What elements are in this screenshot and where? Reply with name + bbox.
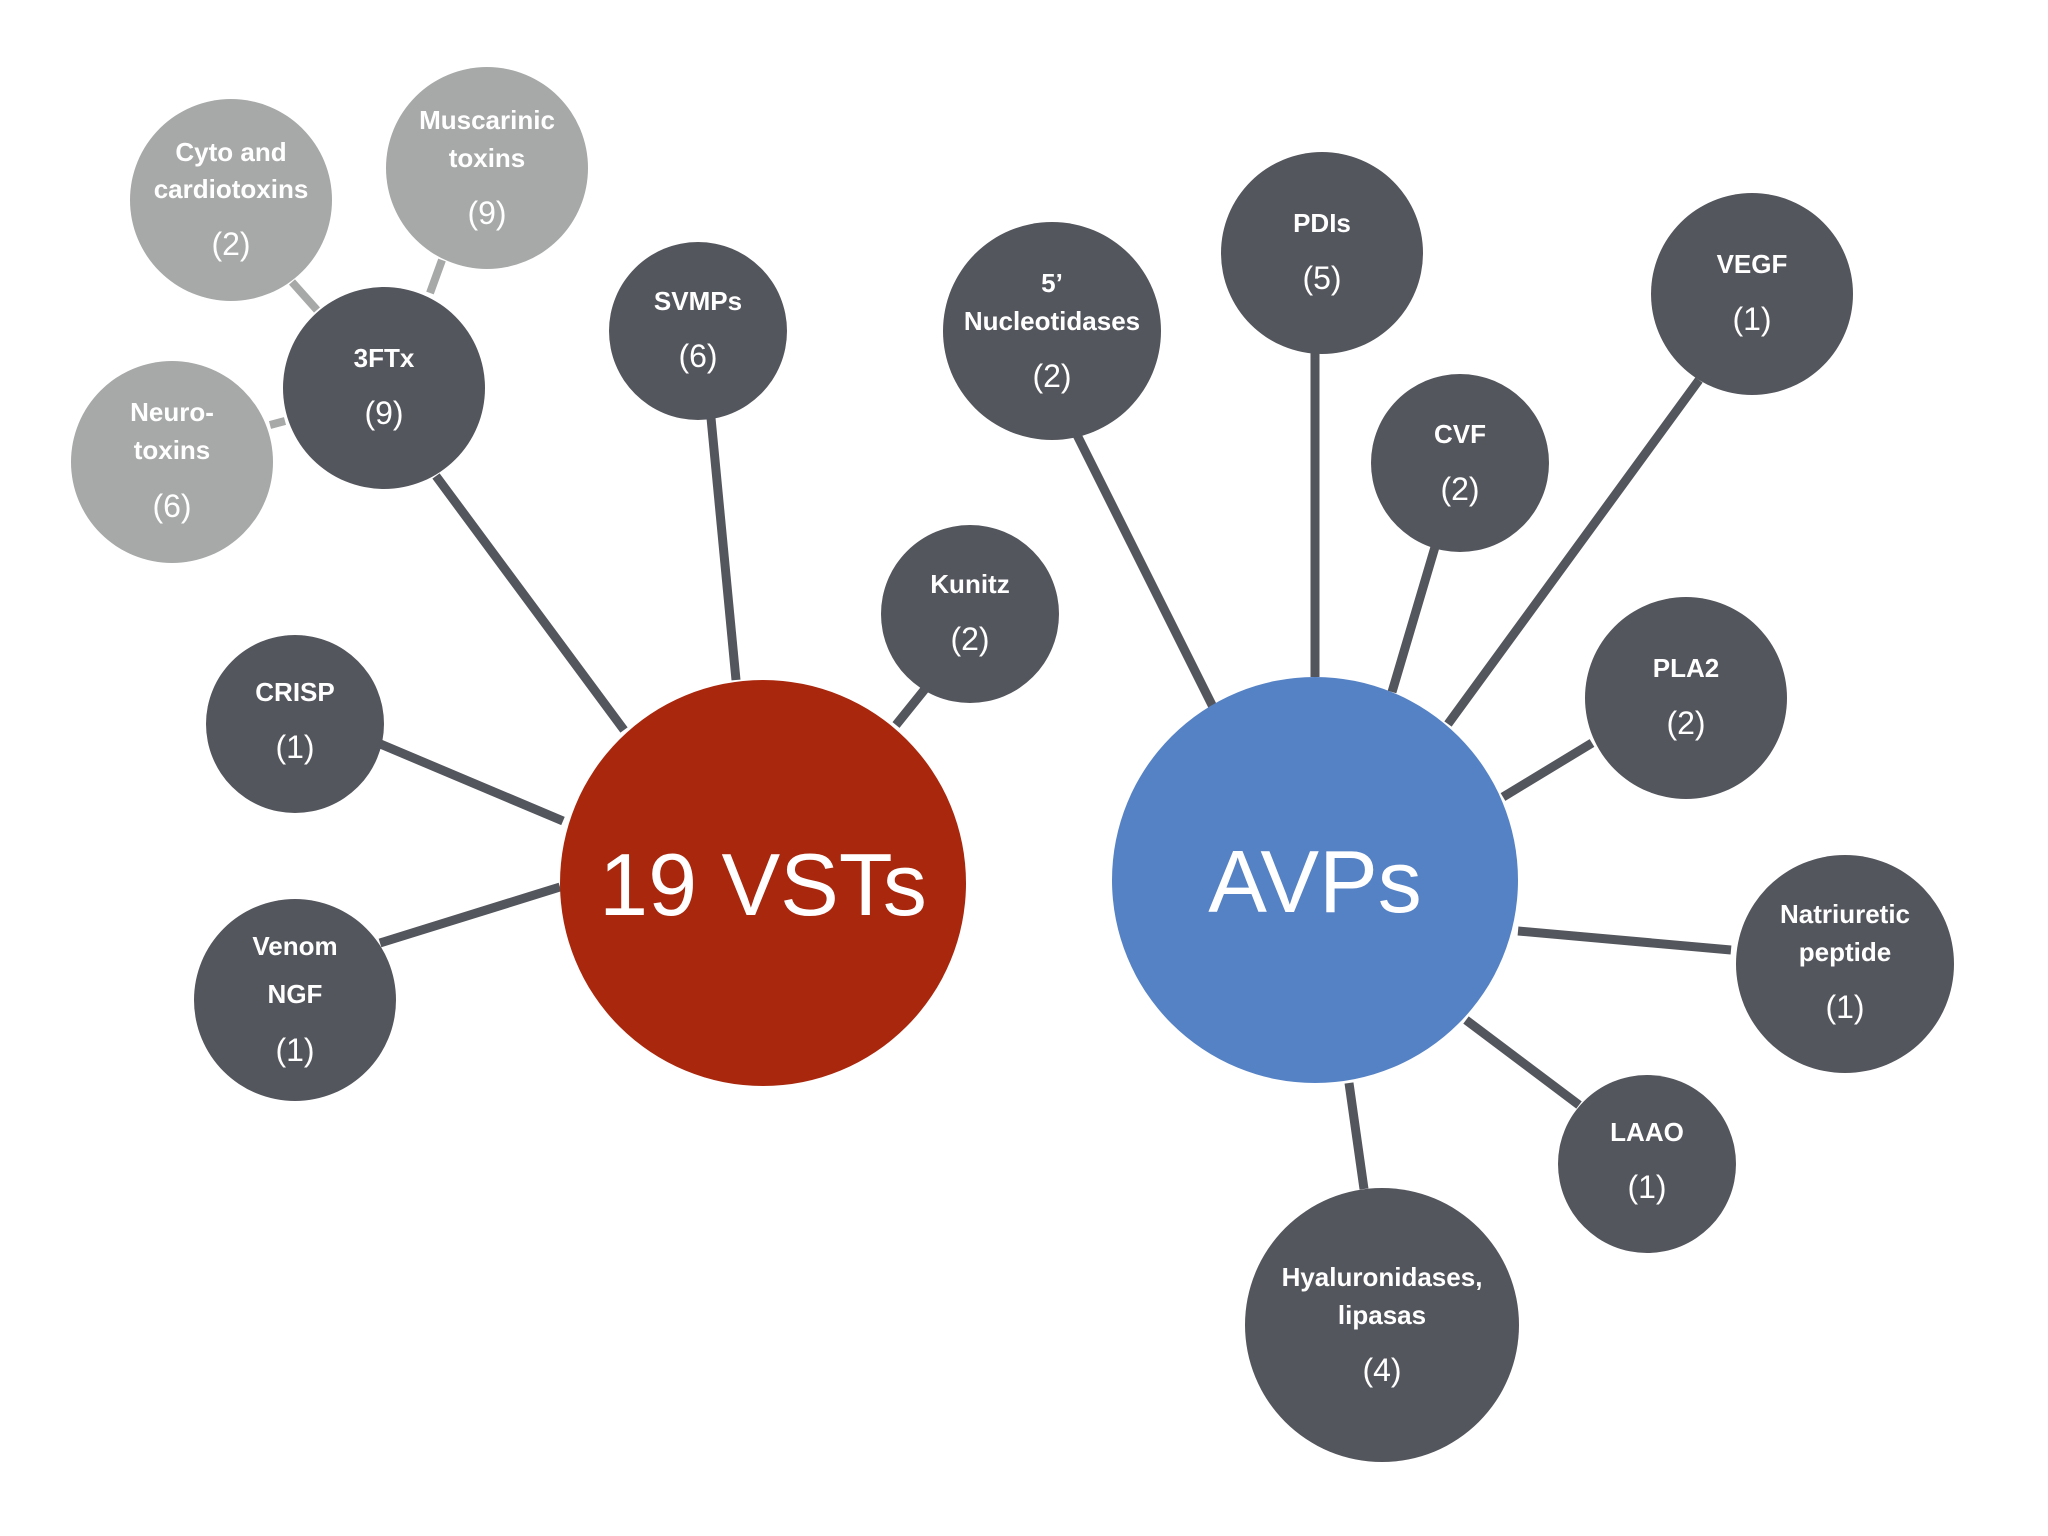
connector-avps-vegf (1444, 377, 1703, 727)
node-cvf-name: CVF (1434, 419, 1486, 449)
connector-3ftx-neuro (268, 417, 287, 429)
node-svmps-count: (6) (678, 338, 717, 374)
node-neurotoxins-name-2: toxins (134, 435, 211, 465)
node-svmps-circle (609, 242, 787, 420)
node-kunitz-circle (881, 525, 1059, 703)
node-natriuretic-peptide: Natriuretic peptide (1) (1736, 855, 1954, 1073)
node-muscarinic-toxins-name-2: toxins (449, 143, 526, 173)
node-hyaluronidases-lipasas-circle (1245, 1188, 1519, 1462)
node-cyto-cardiotoxins-count: (2) (211, 226, 250, 262)
node-laao-count: (1) (1627, 1169, 1666, 1205)
hub-avps: AVPs (1112, 677, 1518, 1083)
node-vegf: VEGF (1) (1651, 193, 1853, 395)
node-muscarinic-toxins: Muscarinic toxins (9) (386, 67, 588, 269)
node-hyaluronidases-lipasas: Hyaluronidases, lipasas (4) (1245, 1188, 1519, 1462)
node-3ftx-count: (9) (364, 395, 403, 431)
node-nucleotidases-name-2: Nucleotidases (964, 306, 1140, 336)
connector-avps-nucleotidases (1071, 430, 1218, 710)
hub-avps-label: AVPs (1208, 832, 1422, 931)
node-venom-ngf-circle (194, 899, 396, 1101)
node-cyto-cardiotoxins-name-1: Cyto and (175, 137, 286, 167)
node-muscarinic-toxins-count: (9) (467, 195, 506, 231)
node-laao: LAAO (1) (1558, 1075, 1736, 1253)
node-cvf: CVF (2) (1371, 374, 1549, 552)
node-natriuretic-peptide-circle (1736, 855, 1954, 1073)
connector-vsts-svmps (706, 417, 741, 681)
node-pdis: PDIs (5) (1221, 152, 1423, 354)
node-3ftx: 3FTx (9) (283, 287, 485, 489)
connector-avps-pla2 (1500, 739, 1595, 801)
node-hyaluronidases-lipasas-name-2: lipasas (1338, 1300, 1426, 1330)
node-vegf-name: VEGF (1717, 249, 1788, 279)
node-laao-name: LAAO (1610, 1117, 1684, 1147)
node-neurotoxins-count: (6) (152, 488, 191, 524)
node-nucleotidases-circle (943, 222, 1161, 440)
node-venom-ngf-name-1: Venom (252, 931, 337, 961)
node-neurotoxins-circle (71, 361, 273, 563)
connector-avps-cvf (1387, 545, 1440, 694)
connector-3ftx-muscarinic (426, 258, 446, 295)
node-kunitz-name: Kunitz (930, 569, 1009, 599)
node-pdis-count: (5) (1302, 260, 1341, 296)
node-pdis-circle (1221, 152, 1423, 354)
node-laao-circle (1558, 1075, 1736, 1253)
node-crisp-circle (206, 635, 384, 813)
node-svmps-name: SVMPs (654, 286, 742, 316)
node-natriuretic-peptide-count: (1) (1825, 989, 1864, 1025)
node-crisp-name: CRISP (255, 677, 334, 707)
hub-vsts-label: 19 VSTs (599, 835, 927, 934)
hub-vsts-circle (560, 680, 966, 1086)
hub-vsts: 19 VSTs (560, 680, 966, 1086)
node-pla2: PLA2 (2) (1585, 597, 1787, 799)
node-pla2-count: (2) (1666, 705, 1705, 741)
hub-avps-circle (1112, 677, 1518, 1083)
node-cvf-circle (1371, 374, 1549, 552)
node-nucleotidases-count: (2) (1032, 358, 1071, 394)
connector-vsts-ngf (378, 882, 562, 948)
node-cvf-count: (2) (1440, 471, 1479, 507)
node-pla2-circle (1585, 597, 1787, 799)
connector-vsts-3ftx (432, 473, 628, 733)
node-crisp: CRISP (1) (206, 635, 384, 813)
node-cyto-cardiotoxins: Cyto and cardiotoxins (2) (130, 99, 332, 301)
node-kunitz-count: (2) (950, 621, 989, 657)
node-nucleotidases-name-1: 5’ (1041, 268, 1063, 298)
connector-vsts-crisp (376, 738, 565, 826)
node-muscarinic-toxins-circle (386, 67, 588, 269)
node-kunitz: Kunitz (2) (881, 525, 1059, 703)
node-crisp-count: (1) (275, 729, 314, 765)
node-venom-ngf-name-2: NGF (268, 979, 323, 1009)
connector-vsts-kunitz (892, 686, 929, 728)
node-vegf-count: (1) (1732, 301, 1771, 337)
node-svmps: SVMPs (6) (609, 242, 787, 420)
node-neurotoxins-name-1: Neuro- (130, 397, 214, 427)
node-natriuretic-peptide-name-1: Natriuretic (1780, 899, 1910, 929)
node-hyaluronidases-lipasas-count: (4) (1362, 1352, 1401, 1388)
node-vegf-circle (1651, 193, 1853, 395)
node-venom-ngf-count: (1) (275, 1032, 314, 1068)
connector-avps-laao (1463, 1016, 1582, 1109)
node-venom-ngf: Venom NGF (1) (194, 899, 396, 1101)
node-3ftx-name: 3FTx (354, 343, 415, 373)
node-cyto-cardiotoxins-circle (130, 99, 332, 301)
connectors (268, 258, 1732, 1190)
connector-avps-hyaluronidases (1344, 1082, 1369, 1190)
node-cyto-cardiotoxins-name-2: cardiotoxins (154, 174, 309, 204)
node-3ftx-circle (283, 287, 485, 489)
connector-avps-natriuretic (1517, 926, 1732, 955)
node-nucleotidases: 5’ Nucleotidases (2) (943, 222, 1161, 440)
node-neurotoxins: Neuro- toxins (6) (71, 361, 273, 563)
node-pdis-name: PDIs (1293, 208, 1351, 238)
connector-3ftx-cyto (289, 279, 320, 313)
node-pla2-name: PLA2 (1653, 653, 1719, 683)
node-natriuretic-peptide-name-2: peptide (1799, 937, 1891, 967)
node-hyaluronidases-lipasas-name-1: Hyaluronidases, (1282, 1262, 1483, 1292)
node-muscarinic-toxins-name-1: Muscarinic (419, 105, 555, 135)
